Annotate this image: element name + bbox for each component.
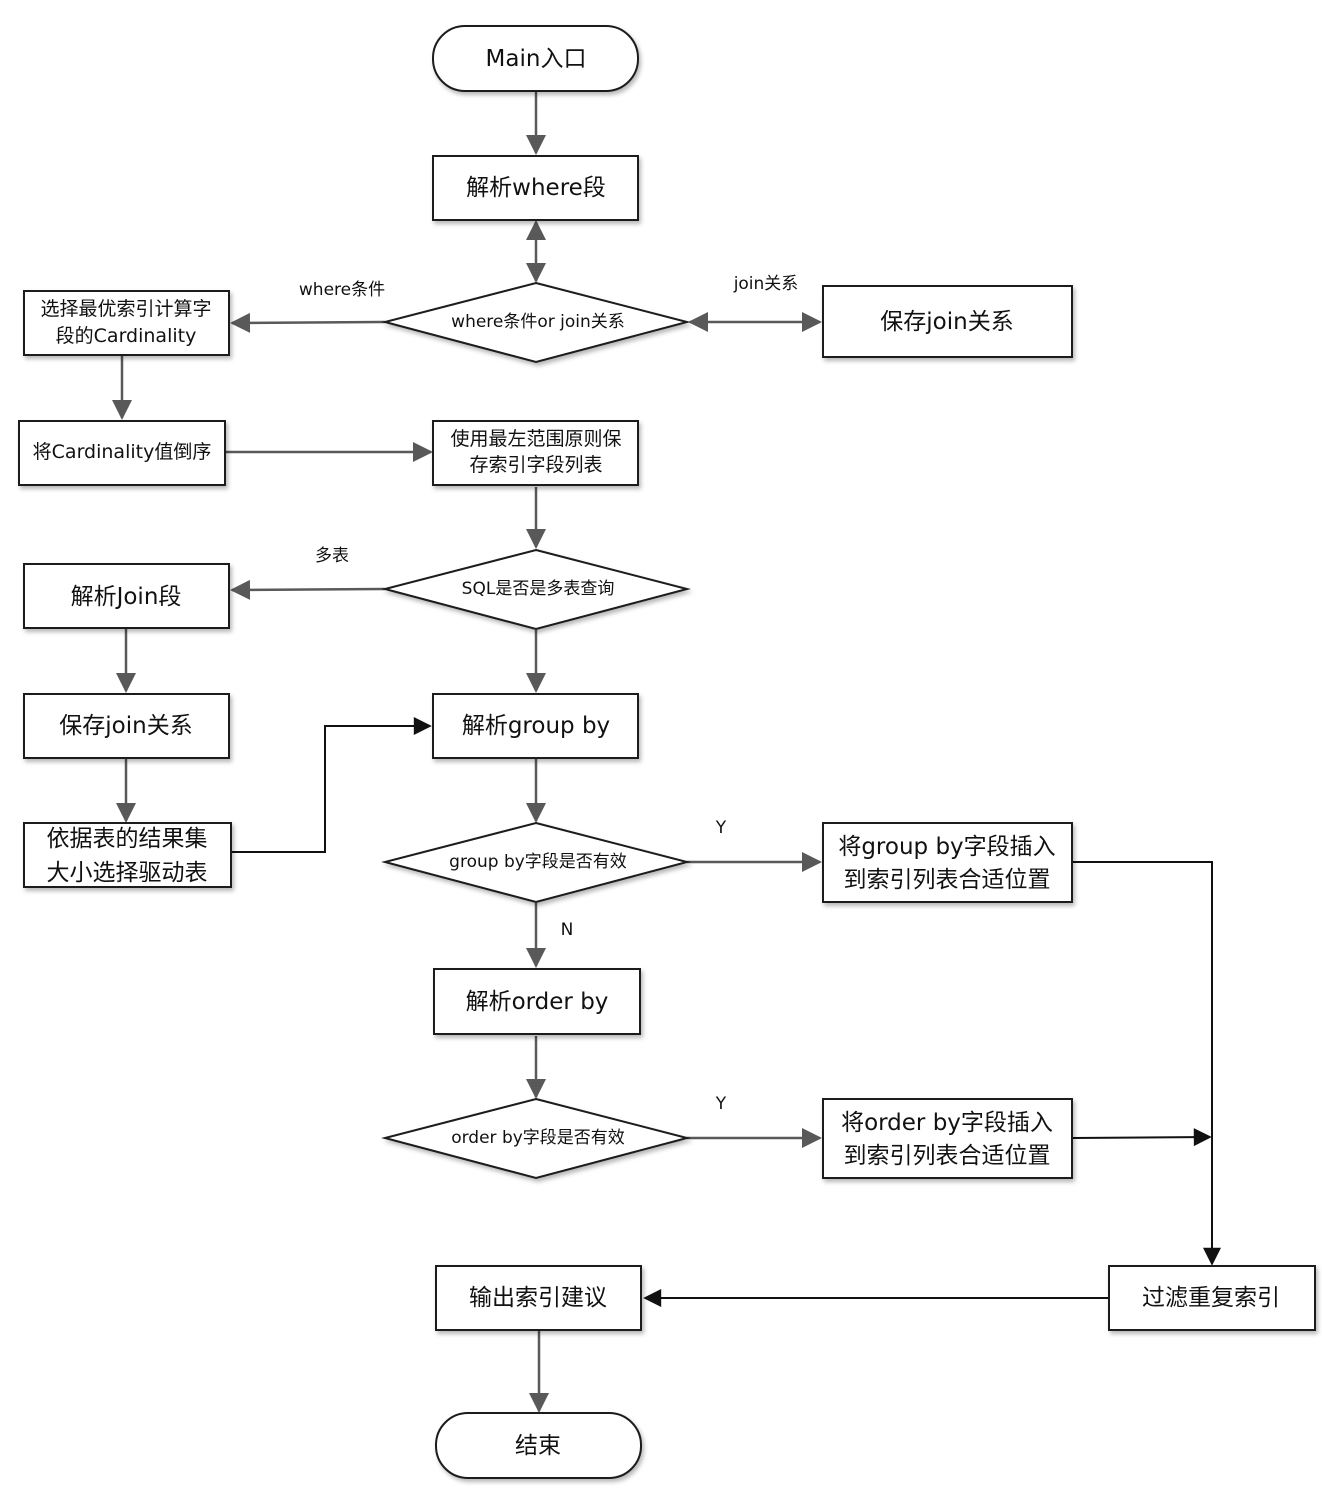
output-label: 输出索引建议 (469, 1285, 607, 1311)
group-insert-label-line1: 将group by字段插入 (838, 834, 1055, 860)
edge-decision-to-select-index (230, 312, 386, 333)
start-terminal (432, 25, 639, 92)
driver-table-label-line2: 大小选择驱动表 (47, 860, 208, 886)
save-join-left-box (23, 693, 230, 759)
parse-group-label: 解析group by (462, 713, 610, 739)
end-label: 结束 (515, 1433, 561, 1459)
nodes: Main入口 解析where段 where条件or join关系 保存join关… (18, 25, 1316, 1479)
select-index-box (23, 290, 230, 356)
save-join-right-box (822, 285, 1073, 358)
select-index-label-line2: 段的Cardinality (56, 325, 197, 347)
order-insert-label-line1: 将order by字段插入 (841, 1110, 1053, 1136)
order-valid-label: order by字段是否有效 (451, 1128, 625, 1148)
group-valid-label: group by字段是否有效 (449, 852, 627, 872)
end-terminal (435, 1412, 642, 1479)
parse-join-box (23, 563, 230, 629)
order-insert-box (822, 1098, 1073, 1179)
multi-table-label: SQL是否是多表查询 (462, 579, 615, 599)
where-or-join-label: where条件or join关系 (451, 312, 625, 332)
multi-table-decision (381, 548, 691, 631)
parse-order-label: 解析order by (466, 989, 609, 1015)
order-insert-label-line2: 到索引列表合适位置 (844, 1143, 1051, 1169)
save-join-left-label: 保存join关系 (59, 713, 192, 739)
parse-where-label: 解析where段 (466, 175, 606, 201)
leftmost-label-line1: 使用最左范围原则保 (450, 428, 621, 450)
sort-cardinality-box (18, 420, 226, 486)
edge-order-insert-to-filter (1072, 1128, 1212, 1147)
start-label: Main入口 (486, 46, 587, 72)
leftmost-label-line2: 存索引字段列表 (469, 454, 602, 476)
edge-group-insert-to-filter (1073, 861, 1221, 1266)
edge-label-group-no: N (561, 920, 574, 940)
driver-table-label-line1: 依据表的结果集 (47, 826, 208, 852)
order-valid-decision (381, 1097, 691, 1180)
edge-driver-to-parse-group (231, 717, 432, 853)
edge-labels: where条件 join关系 多表 Y N Y (299, 274, 798, 1114)
select-index-label-line1: 选择最优索引计算字 (40, 298, 211, 320)
driver-table-box (23, 822, 232, 888)
edge-label-join-rel: join关系 (733, 274, 799, 294)
parse-join-label: 解析Join段 (71, 584, 182, 610)
output-box (435, 1265, 642, 1331)
parse-order-box (433, 968, 641, 1035)
save-join-right-label: 保存join关系 (880, 309, 1013, 335)
sort-cardinality-label: 将Cardinality值倒序 (33, 441, 212, 463)
leftmost-box (432, 420, 639, 486)
edge-label-multi: 多表 (315, 546, 349, 566)
group-insert-label-line2: 到索引列表合适位置 (844, 867, 1051, 893)
parse-where-box (432, 155, 639, 221)
filter-box (1108, 1265, 1316, 1331)
where-or-join-decision (381, 281, 691, 364)
edge-label-order-yes: Y (715, 1094, 727, 1114)
filter-label: 过滤重复索引 (1142, 1285, 1280, 1311)
edges (112, 91, 1221, 1413)
group-valid-decision (381, 821, 691, 904)
edge-multi-table-to-parse-join (230, 579, 386, 600)
parse-group-box (432, 693, 639, 759)
edge-label-where-cond: where条件 (299, 280, 385, 300)
edge-label-group-yes: Y (715, 818, 727, 838)
group-insert-box (822, 822, 1073, 903)
